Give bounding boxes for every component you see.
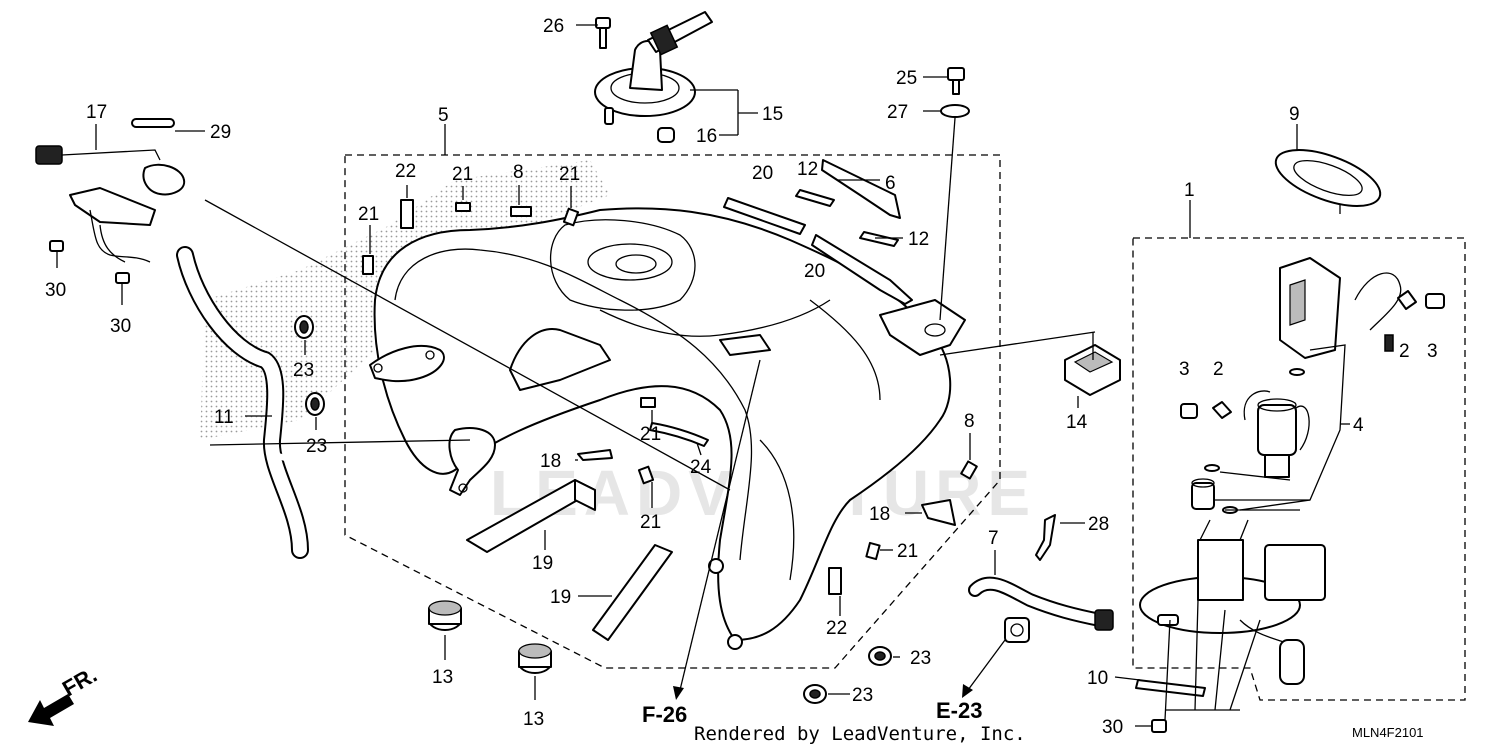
- callout-20-mid: 20: [804, 261, 825, 282]
- diagram-code: MLN4F2101: [1352, 725, 1424, 740]
- callout-21-b: 21: [559, 164, 580, 185]
- reference-arrows: [673, 359, 1006, 700]
- callout-22-top: 22: [395, 161, 416, 182]
- callout-30-center: 30: [110, 316, 131, 337]
- callout-23-a: 23: [293, 360, 314, 381]
- callout-21-e: 21: [640, 512, 661, 533]
- clip-28: [1035, 514, 1056, 561]
- callout-23-c: 23: [910, 648, 931, 669]
- bolt-26: [595, 17, 611, 49]
- callout-24: 24: [690, 457, 712, 478]
- callout-23-b: 23: [306, 436, 327, 457]
- callout-19-b: 19: [550, 587, 571, 608]
- callout-22-bottom: 22: [826, 618, 847, 639]
- callout-2-right: 2: [1399, 341, 1410, 362]
- callout-12-top: 12: [797, 159, 818, 180]
- bolt-3-left: [1180, 403, 1198, 419]
- o-rings: [1204, 368, 1305, 514]
- washer-2-left: [1212, 401, 1232, 419]
- callout-labels: 26 15 16 25 27 9 17 29 5 1 22 21 8 21 20…: [45, 16, 1438, 738]
- pump-base-flange: [1139, 519, 1326, 685]
- callout-13-a: 13: [432, 667, 453, 688]
- callout-25: 25: [896, 68, 917, 89]
- callout-6: 6: [885, 173, 896, 194]
- filter-10: [1135, 679, 1206, 697]
- callout-21-d: 21: [640, 424, 661, 445]
- pump-gasket: [1274, 149, 1382, 214]
- callout-2-left: 2: [1213, 359, 1224, 380]
- callout-15: 15: [762, 104, 783, 125]
- pump-cover: [1279, 257, 1402, 359]
- callout-26: 26: [543, 16, 564, 37]
- callout-8-top: 8: [513, 162, 524, 183]
- callout-14: 14: [1066, 412, 1088, 433]
- callout-9: 9: [1289, 104, 1300, 125]
- grommet-23-d: [803, 684, 827, 704]
- callout-17: 17: [86, 102, 107, 123]
- fuel-level-sender: [35, 145, 186, 263]
- callout-5: 5: [438, 105, 449, 126]
- level-float: [1279, 639, 1305, 685]
- callout-28: 28: [1088, 514, 1109, 535]
- callout-18-b: 18: [869, 504, 890, 525]
- reference-e23: E-23: [936, 698, 982, 723]
- washer-27: [940, 104, 970, 118]
- foam-block-19-b: [592, 544, 673, 641]
- o-ring-29: [131, 118, 175, 128]
- callout-21-c: 21: [358, 204, 379, 225]
- rubber-pads: [362, 159, 978, 595]
- grommet-16: [657, 127, 675, 143]
- direction-label: FR.: [58, 662, 101, 701]
- callout-21-f: 21: [897, 541, 918, 562]
- callout-21-a: 21: [452, 164, 473, 185]
- callout-4: 4: [1353, 415, 1364, 436]
- foam-block-19-a: [466, 479, 596, 553]
- pump-assembly-box: [1132, 237, 1466, 701]
- grommet-23-c: [868, 646, 892, 666]
- callout-7: 7: [988, 528, 999, 549]
- fuel-tank: [369, 207, 966, 650]
- callout-8-right: 8: [964, 411, 975, 432]
- callout-18-a: 18: [540, 451, 561, 472]
- reference-f26: F-26: [642, 702, 687, 727]
- nut-30-center: [115, 272, 130, 284]
- callout-1: 1: [1184, 180, 1195, 201]
- bolt-25: [947, 67, 965, 95]
- callout-23-d: 23: [852, 685, 873, 706]
- callout-29: 29: [210, 122, 231, 143]
- callout-19-a: 19: [532, 553, 553, 574]
- cushion-13-a: [428, 600, 462, 631]
- nut-30-left: [49, 240, 64, 252]
- tank-assembly-box: [344, 154, 1001, 669]
- cushion-13-b: [518, 643, 552, 674]
- callout-3-right: 3: [1427, 341, 1438, 362]
- leader-lines: [56, 24, 1350, 727]
- pump-clamp: [1264, 544, 1326, 601]
- callout-11: 11: [214, 407, 234, 428]
- fuel-pump: [1243, 390, 1310, 478]
- washer-2-right: [1397, 290, 1417, 310]
- callout-10: 10: [1087, 668, 1108, 689]
- callout-20-top: 20: [752, 163, 773, 184]
- callout-30-bottom: 30: [1102, 717, 1123, 738]
- callout-12-mid: 12: [908, 229, 929, 250]
- callout-3-left: 3: [1179, 359, 1190, 380]
- callout-30-left: 30: [45, 280, 66, 301]
- fuel-feed-hose: [968, 576, 1114, 643]
- render-credit: Rendered by LeadVenture, Inc.: [694, 723, 1026, 745]
- callout-16: 16: [696, 126, 717, 147]
- pressure-regulator: [1191, 478, 1215, 510]
- nut-30-bottom: [1151, 719, 1167, 733]
- bolt-3-right: [1425, 293, 1445, 309]
- fuel-cap: [594, 11, 713, 125]
- bracket-14: [1064, 344, 1121, 396]
- grommet-23-a: [294, 315, 314, 339]
- grommet-23-b: [305, 392, 325, 416]
- callout-27: 27: [887, 102, 908, 123]
- front-direction-arrow: FR.: [28, 662, 101, 726]
- callout-13-b: 13: [523, 709, 544, 730]
